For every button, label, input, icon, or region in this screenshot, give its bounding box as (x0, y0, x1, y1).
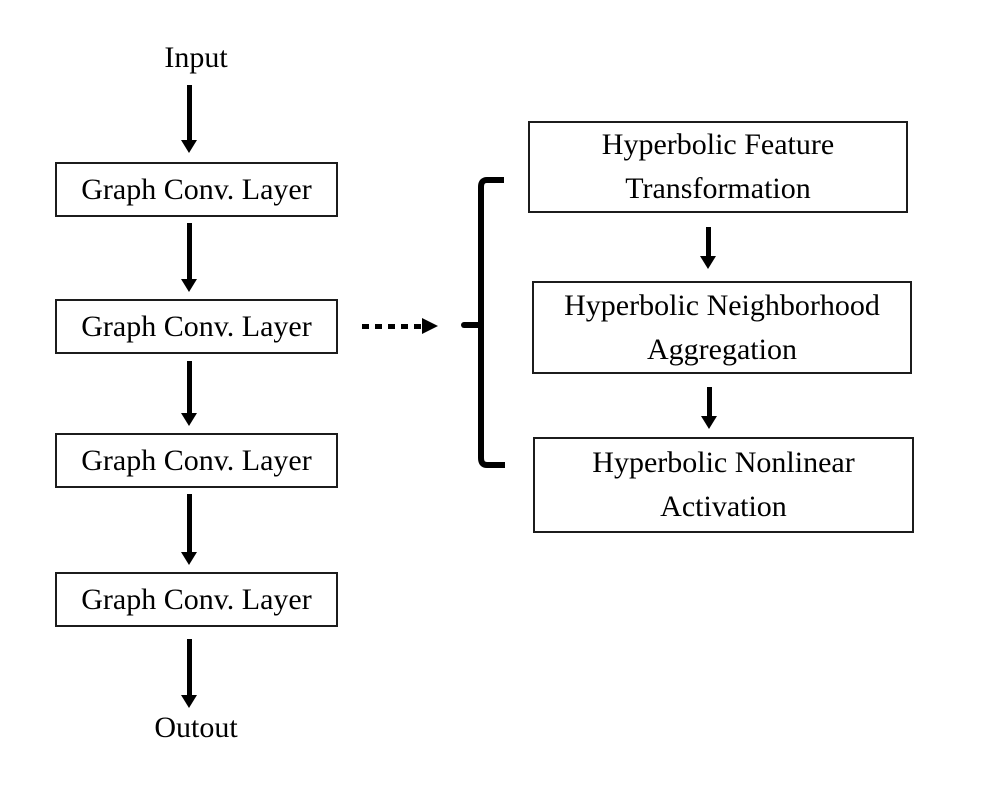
left-curly-brace-icon (461, 177, 505, 468)
graph-conv-layer-box-2: Graph Conv. Layer (55, 299, 338, 354)
output-label: Outout (154, 711, 238, 744)
hyperbolic-neighborhood-aggregation-box: Hyperbolic Neighborhood Aggregation (532, 281, 912, 374)
down-arrow-icon (181, 361, 198, 426)
dashed-arrow-head (422, 318, 438, 334)
hyperbolic-nonlinear-activation-box: Hyperbolic Nonlinear Activation (533, 437, 914, 533)
dashed-arrow-line (362, 324, 422, 329)
down-arrow-icon (701, 387, 718, 429)
dashed-right-arrow-icon (362, 318, 439, 335)
down-arrow-icon (700, 227, 717, 269)
graph-conv-layer-box-3: Graph Conv. Layer (55, 433, 338, 488)
graph-conv-layer-box-1: Graph Conv. Layer (55, 162, 338, 217)
down-arrow-icon (181, 494, 198, 565)
graph-conv-layer-box-4: Graph Conv. Layer (55, 572, 338, 627)
down-arrow-icon (181, 223, 198, 292)
input-label: Input (164, 41, 228, 74)
down-arrow-icon (181, 639, 198, 708)
hyperbolic-feature-transformation-box: Hyperbolic Feature Transformation (528, 121, 908, 213)
down-arrow-icon (181, 85, 198, 153)
